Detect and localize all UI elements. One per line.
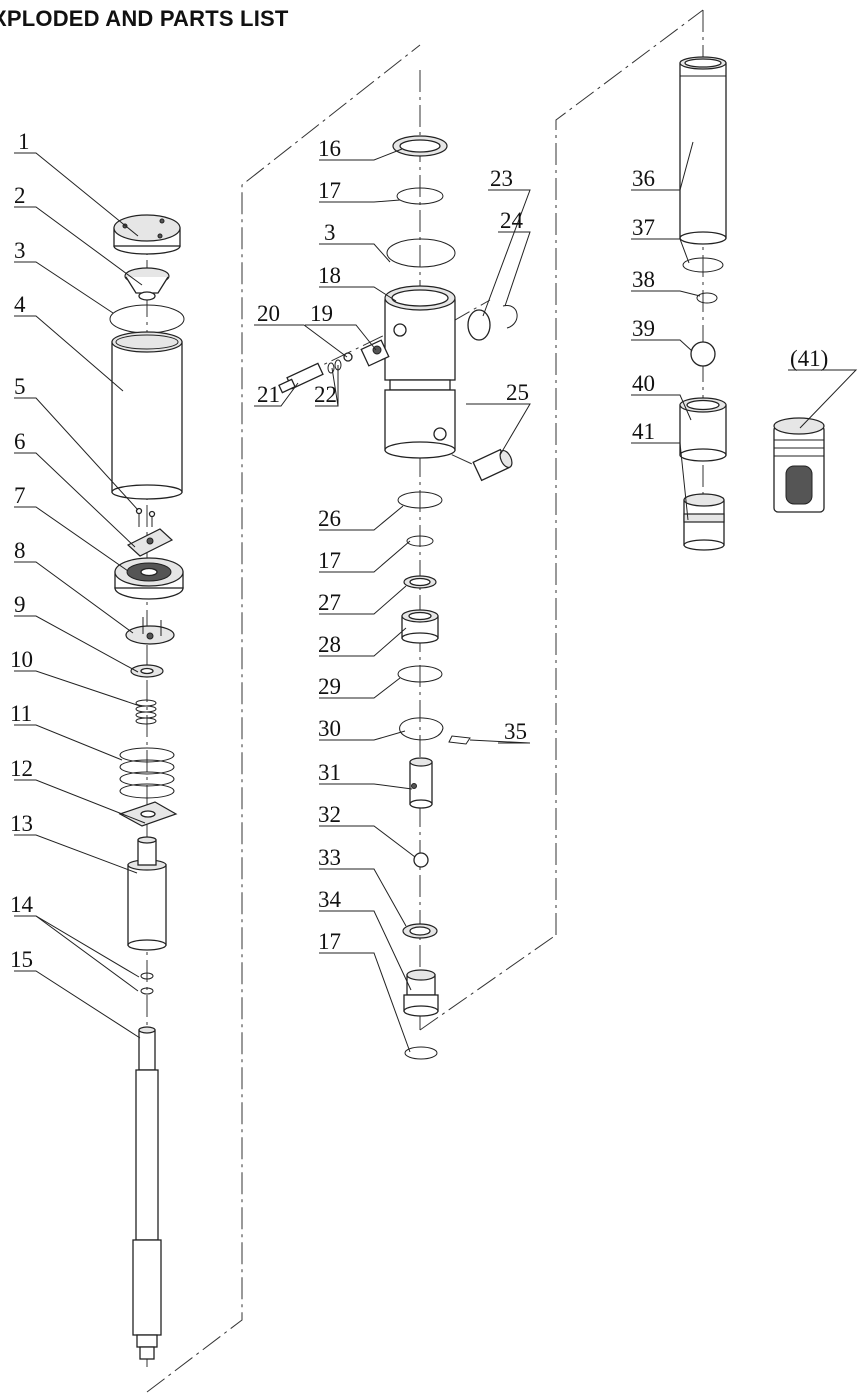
label-part-2: 2	[14, 183, 26, 208]
label-part-36: 36	[632, 166, 655, 191]
label-part-27: 27	[318, 590, 341, 615]
label-part-8: 8	[14, 538, 26, 563]
part-18-cylinder-body	[384, 285, 456, 459]
label-part-29: 29	[318, 674, 341, 699]
label-part-9: 9	[14, 592, 26, 617]
part-29-oring	[397, 665, 443, 683]
leader-lines	[14, 141, 858, 1053]
part-10-small-spring	[135, 699, 157, 725]
part-20-small-ball	[343, 352, 353, 362]
label-part-24: 24	[500, 208, 524, 233]
part-11-large-spring	[119, 747, 175, 799]
label-part-32: 32	[318, 802, 341, 827]
label-part-20: 20	[257, 301, 280, 326]
part-21-release-valve	[278, 362, 324, 394]
part-25-bushing	[472, 448, 513, 482]
part-17-backup-ring-bottom	[404, 1046, 438, 1060]
part-30-circlip	[399, 717, 444, 741]
part-19-valve-fitting	[360, 339, 390, 367]
label-part-1: 1	[18, 129, 30, 154]
label-part-37: 37	[632, 215, 655, 240]
label-part-25: 25	[506, 380, 529, 405]
part-27-seal	[403, 575, 437, 589]
part-35-pin	[448, 735, 471, 745]
label-part-41-alt: (41)	[790, 346, 828, 371]
part-15-shaft	[132, 1026, 162, 1360]
label-part-16: 16	[318, 136, 341, 161]
part-6-plate	[126, 528, 174, 557]
label-part-21: 21	[257, 382, 280, 407]
part-7-pump-body	[114, 557, 184, 600]
label-part-28: 28	[318, 632, 341, 657]
label-part-40: 40	[632, 371, 655, 396]
label-part-19: 19	[310, 301, 333, 326]
part-23-disc	[467, 309, 491, 341]
label-part-7: 7	[14, 483, 26, 508]
part-26-ring	[397, 491, 443, 509]
part-36-tube	[679, 56, 727, 245]
part-13-ram	[127, 836, 167, 951]
label-part-38: 38	[632, 267, 655, 292]
label-part-35: 35	[504, 719, 527, 744]
label-part-3-middle: 3	[324, 220, 336, 245]
label-part-17-bottom: 17	[318, 929, 341, 954]
label-part-31: 31	[318, 760, 341, 785]
part-32-ball	[413, 852, 429, 868]
part-5-screws	[135, 507, 156, 527]
label-part-26: 26	[318, 506, 341, 531]
label-part-13: 13	[10, 811, 33, 836]
label-part-18: 18	[318, 263, 341, 288]
part-34-valve-body	[403, 969, 439, 1017]
label-part-14: 14	[10, 892, 34, 917]
part-37-ring	[682, 257, 724, 273]
part-41-base	[683, 493, 725, 551]
part-24-clip	[502, 305, 518, 329]
part-22-orings	[327, 359, 342, 374]
part-31-plunger	[409, 757, 433, 809]
label-part-30: 30	[318, 716, 341, 741]
part-17-backup-ring-top	[396, 187, 444, 205]
part-33-seal	[402, 923, 438, 939]
label-part-12: 12	[10, 756, 33, 781]
part-2-valve-seat	[124, 267, 170, 301]
part-38-clip	[696, 292, 718, 304]
label-part-33: 33	[318, 845, 341, 870]
part-16-seal	[392, 135, 448, 157]
part-1-cap	[113, 214, 181, 255]
label-part-39: 39	[632, 316, 655, 341]
part-40-coupling	[679, 397, 727, 462]
label-part-15: 15	[10, 947, 33, 972]
label-part-22: 22	[314, 382, 337, 407]
part-9-washer	[130, 664, 164, 678]
label-part-34: 34	[318, 887, 342, 912]
assembly-centerlines	[146, 9, 704, 1393]
label-part-17-top: 17	[318, 178, 341, 203]
label-part-41: 41	[632, 419, 655, 444]
label-part-17-mid: 17	[318, 548, 341, 573]
label-part-4: 4	[14, 292, 26, 317]
label-part-23: 23	[490, 166, 513, 191]
part-3-oring-middle	[386, 238, 456, 268]
part-12-retainer-plate	[118, 801, 178, 827]
label-part-10: 10	[10, 647, 33, 672]
part-labels: 1 2 3 4 5 6 7 8 9 10 11 12 13 14 15 16 1…	[10, 129, 828, 972]
part-4-reservoir	[111, 331, 183, 500]
part-28-gland-nut	[401, 609, 439, 644]
part-39-ball	[690, 341, 716, 367]
label-part-6: 6	[14, 429, 26, 454]
page-title: XPLODED AND PARTS LIST	[0, 6, 289, 31]
part-41-alt-filter	[773, 417, 825, 513]
part-17-backup-ring-mid	[406, 535, 434, 547]
part-8-piston-guide	[125, 617, 175, 645]
label-part-3-left: 3	[14, 238, 26, 263]
label-part-11: 11	[10, 701, 32, 726]
label-part-5: 5	[14, 374, 26, 399]
part-14-small-rings	[140, 972, 154, 995]
